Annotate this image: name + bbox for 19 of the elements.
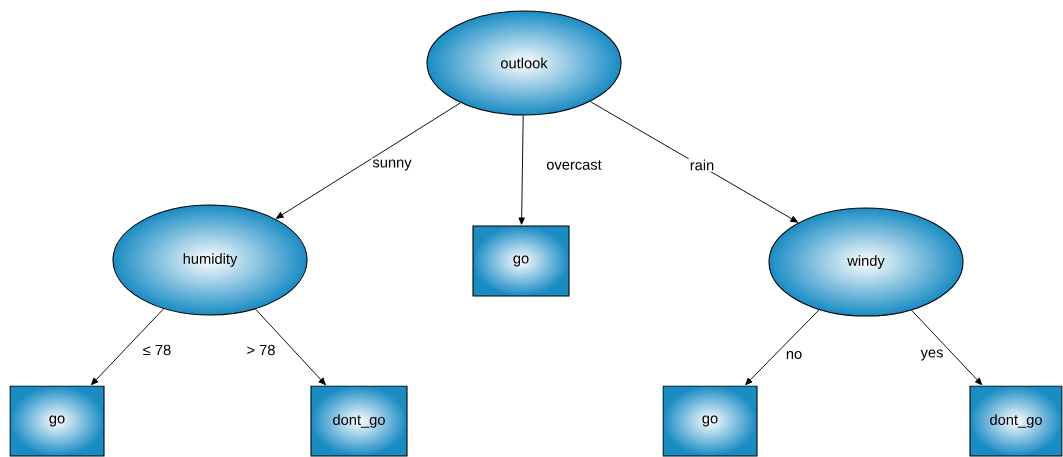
arrow [589, 101, 798, 223]
arrow [518, 115, 525, 225]
leaf-box: go [662, 385, 758, 457]
leaf-box: go [472, 225, 570, 297]
edge-label: > 78 [245, 343, 277, 357]
edge-label: yes [919, 348, 945, 362]
arrow [91, 308, 165, 386]
arrow [276, 102, 461, 219]
arrow [911, 309, 983, 386]
edge-label: no [784, 349, 804, 361]
arrow [745, 309, 820, 386]
leaf-box: go [9, 385, 105, 457]
edge-label: ≤ 78 [141, 343, 173, 357]
leaf-box: dont_go [969, 385, 1063, 457]
edge-label: rain [688, 158, 716, 172]
leaf-box: dont_go [310, 385, 408, 457]
arrow [255, 308, 326, 386]
edge-label: sunny [371, 158, 413, 172]
edge-label: overcast [544, 158, 604, 172]
